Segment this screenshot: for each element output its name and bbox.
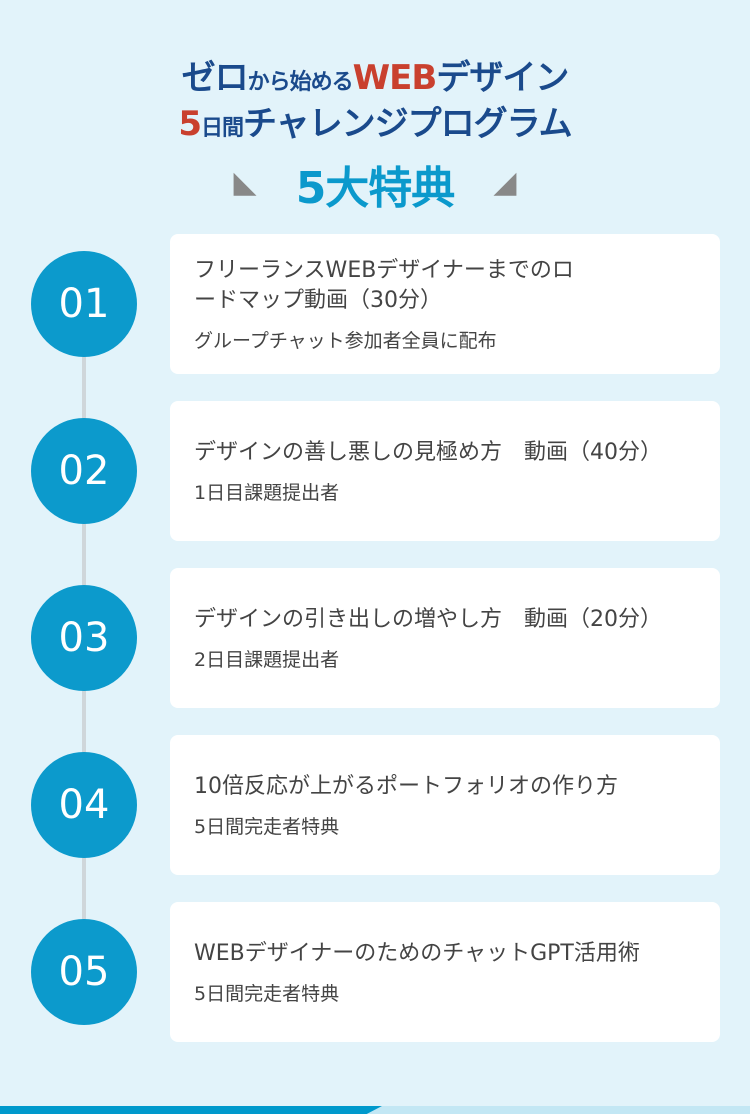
benefit-note: 1日目課題提出者 <box>194 481 340 504</box>
benefit-note: 5日間完走者特典 <box>194 815 340 838</box>
item-number: 02 <box>31 418 137 524</box>
benefits-badge: 5大特典 <box>295 163 456 214</box>
item-number: 03 <box>31 585 137 691</box>
item-number: 05 <box>31 919 137 1025</box>
heading-text: WEB <box>352 58 438 98</box>
benefit-note: 2日目課題提出者 <box>194 648 340 671</box>
benefit-card: デザインの引き出しの増やし方 動画（20分） 2日目課題提出者 <box>170 568 720 708</box>
heading-text: デザイン <box>436 58 569 98</box>
benefit-note: 5日間完走者特典 <box>194 982 340 1005</box>
benefit-card: フリーランスWEBデザイナーまでのロードマップ動画（30分） グループチャット参加… <box>170 234 720 374</box>
benefit-title: デザインの引き出しの増やし方 動画（20分） <box>194 606 662 632</box>
heading-line-2: 5日間チャレンジプログラム <box>0 96 750 145</box>
benefit-title: デザインの善し悪しの見極め方 動画（40分） <box>194 439 662 465</box>
benefit-title: フリーランスWEBデザイナーまでのロードマップ動画（30分） <box>194 257 574 313</box>
benefit-note: グループチャット参加者全員に配布 <box>194 329 497 352</box>
heading-text: チャレンジプログラム <box>243 104 573 144</box>
item-number: 01 <box>31 251 137 357</box>
footer-bar-light <box>0 1106 750 1114</box>
heading-text: ゼロ <box>181 58 249 98</box>
party-popper-icon: ◣ <box>233 165 257 200</box>
heading-text: から始める <box>247 70 354 95</box>
benefit-card: デザインの善し悪しの見極め方 動画（40分） 1日目課題提出者 <box>170 401 720 541</box>
heading-text: 日間 <box>201 116 244 141</box>
benefit-card: WEBデザイナーのためのチャットGPT活用術 5日間完走者特典 <box>170 902 720 1042</box>
benefit-card: 10倍反応が上がるポートフォリオの作り方 5日間完走者特典 <box>170 735 720 875</box>
item-number: 04 <box>31 752 137 858</box>
benefit-title: WEBデザイナーのためのチャットGPT活用術 <box>194 940 640 966</box>
footer-bar-dark <box>0 1106 382 1114</box>
heading-text: 5 <box>178 104 202 144</box>
benefit-title: 10倍反応が上がるポートフォリオの作り方 <box>194 773 618 799</box>
heading-line-1: ゼロから始めるWEBデザイン <box>0 50 750 99</box>
